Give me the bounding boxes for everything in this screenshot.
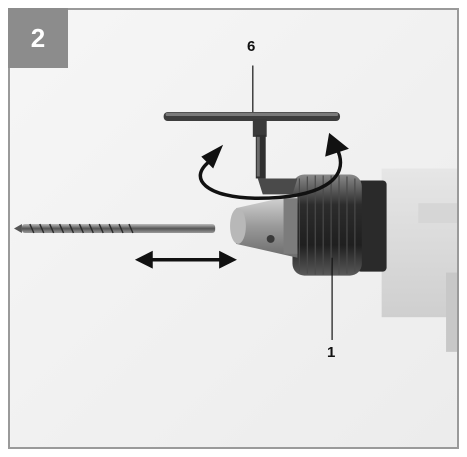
chuck-collar — [356, 180, 387, 272]
chuck-key — [163, 112, 341, 179]
drill-chuck-photo — [10, 10, 457, 447]
chuck-nose — [230, 194, 298, 258]
curved-double-arrow-icon — [198, 146, 343, 201]
drill-bit — [14, 223, 216, 234]
figure-frame — [8, 8, 459, 449]
callout-label-chuck: 1 — [327, 344, 336, 361]
bevel-gear — [257, 178, 298, 195]
chuck-sleeve — [292, 174, 362, 276]
horizontal-double-arrow-icon — [134, 250, 237, 269]
drill-body — [381, 168, 457, 352]
callout-label-key: 6 — [247, 38, 256, 55]
figure-number-badge: 2 — [8, 8, 68, 68]
